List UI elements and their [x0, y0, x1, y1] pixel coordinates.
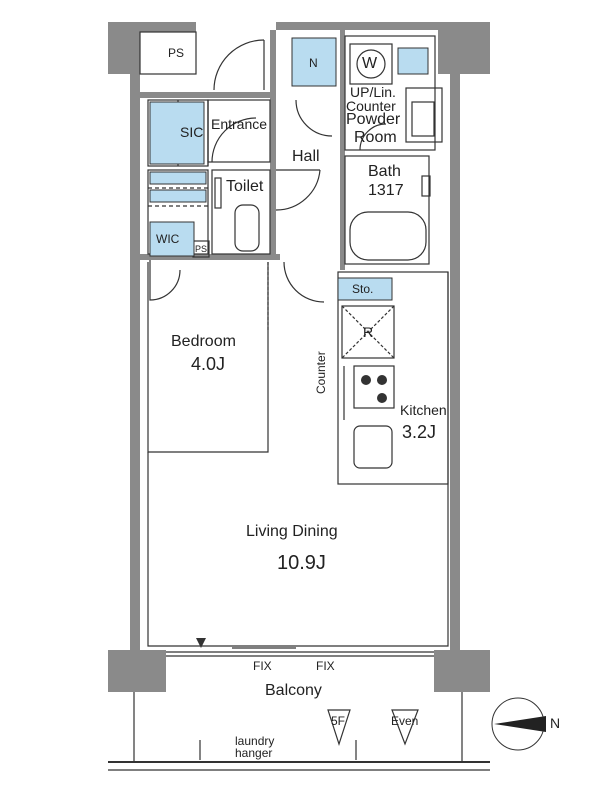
- bath-label: Bath: [368, 163, 401, 180]
- powder-room-label-2: Room: [354, 129, 397, 146]
- storage-fills: [149, 37, 429, 301]
- wic-label: WIC: [156, 232, 180, 246]
- entrance-label: Entrance: [211, 116, 268, 132]
- bedroom-size-label: 4.0J: [191, 354, 226, 374]
- fix-left-label: FIX: [253, 659, 272, 673]
- laundry-label-2: hanger: [235, 746, 273, 760]
- kitchen-size-label: 3.2J: [402, 422, 437, 442]
- laundry-label-1: laundry: [235, 734, 275, 748]
- powder-room-label-1: Powder: [346, 111, 401, 128]
- even-label: Even: [391, 714, 419, 728]
- living-dining-label: Living Dining: [246, 523, 338, 540]
- uplin-label: UP/Lin.: [350, 84, 396, 100]
- stove-burners: [361, 375, 387, 403]
- ps-small-label: PS: [195, 244, 208, 254]
- kitchen-counter-label: Counter: [314, 351, 328, 394]
- fix-right-label: FIX: [316, 659, 335, 673]
- ps-top-label: PS: [168, 46, 185, 60]
- compass-icon: [491, 697, 546, 751]
- bedroom-label: Bedroom: [171, 333, 236, 350]
- n-box-label: N: [309, 56, 318, 70]
- kitchen-label: Kitchen: [400, 402, 447, 418]
- toilet-label: Toilet: [226, 178, 264, 195]
- bath-size-label: 1317: [368, 182, 404, 199]
- w-box-label: W: [362, 55, 378, 72]
- sic-label: SIC: [180, 124, 204, 140]
- living-dining-size-label: 10.9J: [277, 552, 326, 574]
- five-f-label: 5F: [331, 714, 346, 728]
- storage-label: Sto.: [352, 282, 374, 296]
- hall-label: Hall: [292, 148, 320, 165]
- structural-walls: [108, 22, 490, 692]
- north-label: N: [550, 715, 561, 731]
- refrigerator-label: R: [363, 324, 374, 340]
- door-marker: [196, 638, 206, 648]
- partition-lines: [108, 31, 490, 771]
- powder-counter-label: Counter: [346, 98, 396, 114]
- balcony-label: Balcony: [265, 682, 322, 699]
